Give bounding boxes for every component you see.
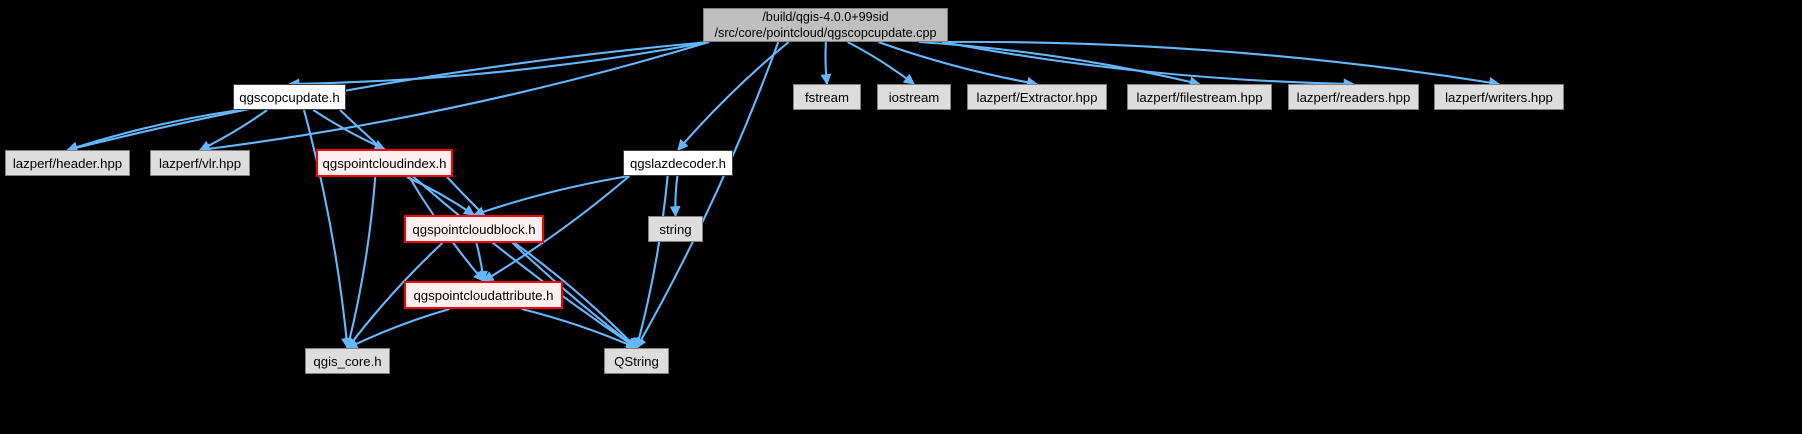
graph-edge-pcattr-to-qstring [521, 307, 638, 350]
graph-node-root[interactable]: /build/qgis-4.0.0+99sid /src/core/pointc… [703, 8, 948, 42]
graph-edge-pcblock-to-core [346, 242, 444, 349]
graph-edge-root-to-vlr [198, 40, 710, 155]
graph-edge-lazdec-to-pcattr [482, 175, 631, 282]
graph-edge-copch-to-vlr [199, 109, 268, 151]
graph-edge-root-to-readers [941, 40, 1355, 90]
graph-edge-copch-to-core [302, 109, 352, 350]
graph-edge-root-to-copch [288, 40, 710, 90]
graph-edge-root-to-fstream [820, 41, 832, 86]
graph-edge-root-to-header [66, 40, 710, 153]
graph-edge-root-to-writers [941, 40, 1501, 88]
graph-node-copch[interactable]: qgscopcupdate.h [233, 84, 346, 110]
graph-edge-root-to-qstring [635, 41, 780, 349]
graph-node-fstream[interactable]: fstream [793, 84, 861, 110]
graph-edge-root-to-filestr [918, 40, 1201, 88]
graph-edge-root-to-iostream [847, 41, 915, 85]
graph-node-vlr[interactable]: lazperf/vlr.hpp [150, 150, 250, 176]
graph-edge-root-to-extract [878, 41, 1039, 88]
graph-node-filestr[interactable]: lazperf/filestream.hpp [1127, 84, 1272, 110]
graph-edge-pcindex-to-pcblock [406, 176, 475, 216]
graph-edge-pcindex-to-qstring [446, 176, 638, 349]
graph-node-iostream[interactable]: iostream [877, 84, 951, 110]
graph-edge-copch-to-pcindex [312, 109, 386, 151]
graph-node-pcindex[interactable]: qgspointcloudindex.h [316, 149, 453, 177]
graph-node-qstring[interactable]: QString [604, 348, 669, 374]
graph-edge-lazdec-to-pcblock [472, 174, 630, 217]
graph-edge-lazdec-to-string [669, 175, 681, 218]
graph-node-writers[interactable]: lazperf/writers.hpp [1434, 84, 1564, 110]
graph-edge-pcblock-to-qstring [514, 242, 638, 349]
graph-node-lazdec[interactable]: qgslazdecoder.h [623, 150, 733, 176]
graph-node-core[interactable]: qgis_core.h [305, 348, 390, 374]
graph-edge-copch-to-header [66, 108, 240, 153]
graph-edge-pcindex-to-core [344, 176, 377, 350]
graph-node-string[interactable]: string [648, 216, 703, 242]
graph-edge-lazdec-to-qstring [633, 175, 669, 350]
graph-node-extract[interactable]: lazperf/Extractor.hpp [967, 84, 1107, 110]
graph-node-pcattr[interactable]: qgspointcloudattribute.h [404, 281, 563, 309]
graph-edge-pcattr-to-core [346, 307, 450, 349]
graph-node-pcblock[interactable]: qgspointcloudblock.h [404, 215, 544, 243]
graph-node-header[interactable]: lazperf/header.hpp [5, 150, 130, 176]
graph-node-readers[interactable]: lazperf/readers.hpp [1288, 84, 1419, 110]
